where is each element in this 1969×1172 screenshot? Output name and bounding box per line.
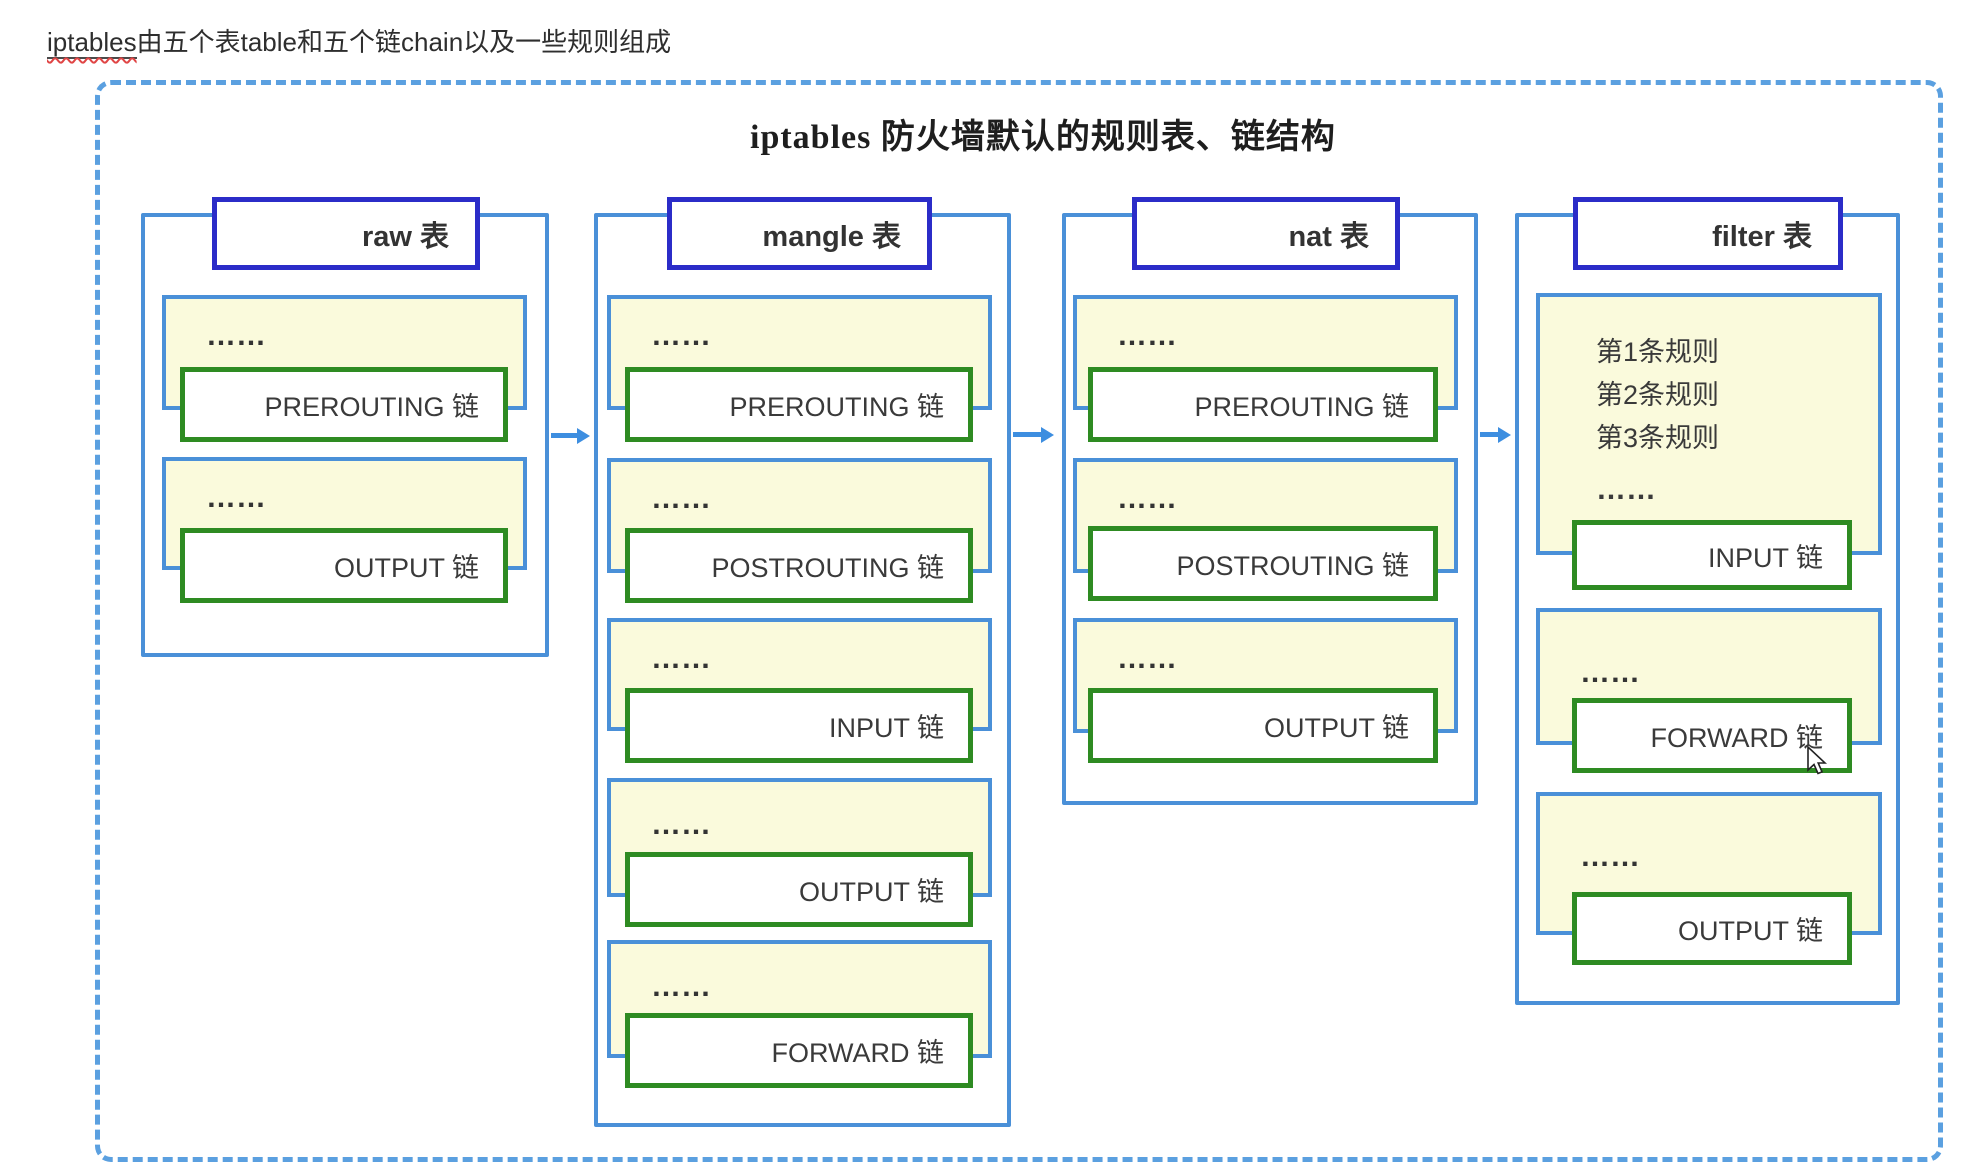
chain-label: PREROUTING 链: [264, 392, 479, 422]
dots-text: ……: [206, 481, 266, 514]
dots-text: ……: [651, 808, 711, 841]
chain-label: POSTROUTING 链: [1176, 551, 1409, 581]
table-header-mangle: mangle 表: [667, 197, 932, 270]
dots-text: ……: [651, 319, 711, 352]
diagram-canvas: iptables 防火墙默认的规则表、链结构 …… …… …… …… …… ………: [95, 80, 1943, 1162]
chain-box-raw-output: OUTPUT 链: [180, 528, 508, 603]
dots-text: ……: [1117, 642, 1177, 675]
dots-text: ……: [206, 319, 266, 352]
table-header-filter: filter 表: [1573, 197, 1843, 270]
mouse-cursor-icon: [1807, 746, 1828, 775]
rule-line: 第1条规则: [1596, 337, 1720, 367]
chain-box-raw-prerouting: PREROUTING 链: [180, 367, 508, 442]
intro-highlight: iptables: [47, 27, 137, 59]
chain-box-mangle-postrouting: POSTROUTING 链: [625, 528, 973, 603]
chain-label: OUTPUT 链: [1263, 713, 1409, 743]
chain-box-mangle-output: OUTPUT 链: [625, 852, 973, 927]
dots-text: ……: [1117, 482, 1177, 515]
dots-text: ……: [1117, 319, 1177, 352]
flow-arrow-icon: [1480, 432, 1498, 437]
table-header-label: mangle 表: [762, 220, 901, 253]
table-header-label: raw 表: [361, 220, 449, 253]
chain-label: POSTROUTING 链: [711, 553, 944, 583]
chain-box-nat-postrouting: POSTROUTING 链: [1088, 526, 1438, 601]
chain-label: INPUT 链: [1707, 542, 1823, 573]
dots-text: ……: [1580, 840, 1640, 873]
section-filter-1: 第1条规则 第2条规则 第3条规则 ……: [1536, 293, 1882, 555]
chain-label: FORWARD 链: [771, 1038, 945, 1068]
chain-label: PREROUTING 链: [1194, 392, 1409, 422]
chain-box-filter-output: OUTPUT 链: [1572, 892, 1852, 965]
table-header-label: nat 表: [1288, 220, 1369, 253]
dots-text: ……: [1596, 473, 1656, 506]
chain-box-filter-input: INPUT 链: [1572, 520, 1852, 590]
dots-text: ……: [651, 482, 711, 515]
flow-arrow-icon: [1013, 432, 1041, 437]
chain-label: INPUT 链: [828, 713, 944, 743]
chain-label: PREROUTING 链: [729, 392, 944, 422]
dots-text: ……: [651, 642, 711, 675]
chain-box-filter-forward: FORWARD 链: [1572, 698, 1852, 773]
chain-box-mangle-forward: FORWARD 链: [625, 1013, 973, 1088]
table-header-nat: nat 表: [1132, 197, 1400, 270]
rule-line: 第3条规则: [1596, 423, 1720, 453]
rules-list: 第1条规则 第2条规则 第3条规则 ……: [1596, 331, 1719, 511]
intro-rest: 由五个表table和五个链chain以及一些规则组成: [136, 27, 672, 57]
chain-box-mangle-input: INPUT 链: [625, 688, 973, 763]
chain-box-nat-output: OUTPUT 链: [1088, 688, 1438, 763]
dots-text: ……: [651, 970, 711, 1003]
chain-label: OUTPUT 链: [798, 877, 944, 907]
chain-box-mangle-prerouting: PREROUTING 链: [625, 367, 973, 442]
flow-arrow-icon: [551, 433, 577, 438]
dots-text: ……: [1580, 656, 1640, 689]
chain-label: OUTPUT 链: [1677, 916, 1823, 946]
table-header-raw: raw 表: [212, 197, 480, 270]
diagram-title: iptables 防火墙默认的规则表、链结构: [750, 119, 1336, 156]
rule-line: 第2条规则: [1596, 380, 1720, 410]
intro-text: iptables由五个表table和五个链chain以及一些规则组成: [47, 26, 672, 59]
chain-label: OUTPUT 链: [333, 553, 479, 583]
chain-label: FORWARD 链: [1650, 723, 1824, 753]
table-header-label: filter 表: [1712, 220, 1812, 253]
chain-box-nat-prerouting: PREROUTING 链: [1088, 367, 1438, 442]
